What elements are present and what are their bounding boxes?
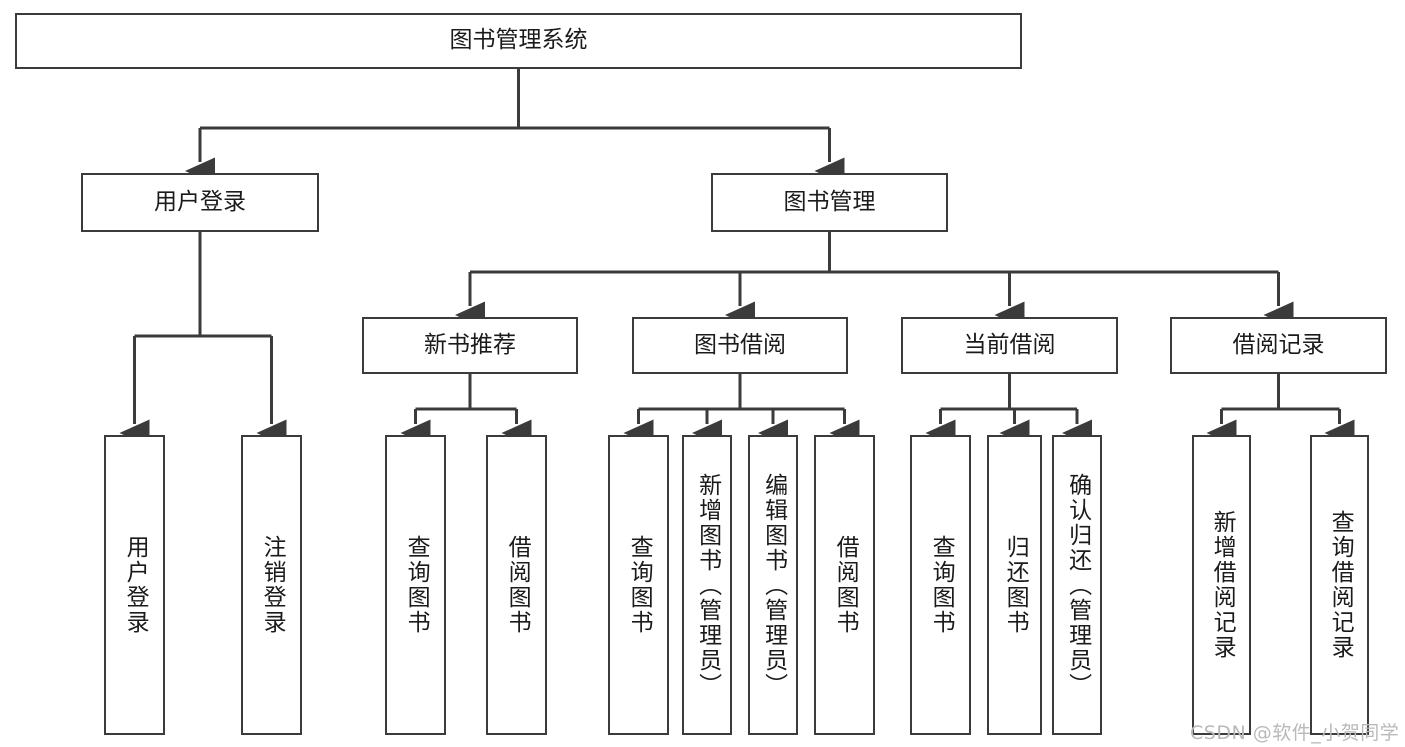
node-label: 图书借阅 xyxy=(694,331,786,358)
node-book-borrow[interactable]: 图书借阅 xyxy=(632,317,848,374)
csdn-watermark: CSDN @软件_小贺同学 xyxy=(1190,722,1400,744)
node-leaf-record-add[interactable]: 新增借阅记录 xyxy=(1192,435,1251,735)
node-label: 图书管理系统 xyxy=(449,27,588,54)
node-label: 用户登录 xyxy=(122,535,149,635)
node-label: 编辑图书（管理员） xyxy=(760,472,787,698)
node-borrow-record[interactable]: 借阅记录 xyxy=(1170,317,1387,374)
node-leaf-borrow-edit-book[interactable]: 编辑图书（管理员） xyxy=(748,435,798,735)
node-label: 借阅图书 xyxy=(832,535,859,635)
node-leaf-current-query-book[interactable]: 查询图书 xyxy=(910,435,971,735)
node-label: 查询图书 xyxy=(928,535,955,635)
node-current-borrow[interactable]: 当前借阅 xyxy=(901,317,1118,374)
node-label: 新增借阅记录 xyxy=(1209,510,1236,660)
node-label: 新书推荐 xyxy=(424,331,516,358)
node-leaf-recommend-query-book[interactable]: 查询图书 xyxy=(385,435,446,735)
node-label: 借阅图书 xyxy=(504,535,531,635)
node-leaf-current-confirm-return[interactable]: 确认归还（管理员） xyxy=(1052,435,1102,735)
node-label: 当前借阅 xyxy=(963,331,1056,358)
node-user-login[interactable]: 用户登录 xyxy=(81,173,319,232)
node-label: 确认归还（管理员） xyxy=(1064,472,1091,698)
node-leaf-borrow-query-book[interactable]: 查询图书 xyxy=(608,435,669,735)
node-new-book-recommend[interactable]: 新书推荐 xyxy=(362,317,578,374)
node-book-manage[interactable]: 图书管理 xyxy=(711,173,948,232)
node-root[interactable]: 图书管理系统 xyxy=(15,13,1022,69)
node-label: 新增图书（管理员） xyxy=(694,472,721,698)
node-leaf-borrow-add-book[interactable]: 新增图书（管理员） xyxy=(682,435,732,735)
node-label: 查询借阅记录 xyxy=(1327,510,1354,660)
node-label: 图书管理 xyxy=(783,188,876,215)
node-label: 查询图书 xyxy=(626,535,653,635)
node-leaf-borrow-borrow-book[interactable]: 借阅图书 xyxy=(814,435,875,735)
node-label: 借阅记录 xyxy=(1232,331,1325,358)
node-leaf-user-logout[interactable]: 注销登录 xyxy=(241,435,302,735)
node-leaf-recommend-borrow-book[interactable]: 借阅图书 xyxy=(486,435,547,735)
node-leaf-record-query[interactable]: 查询借阅记录 xyxy=(1310,435,1369,735)
node-label: 查询图书 xyxy=(403,535,430,635)
node-label: 归还图书 xyxy=(1002,535,1029,635)
node-label: 注销登录 xyxy=(259,535,286,635)
node-leaf-user-login[interactable]: 用户登录 xyxy=(104,435,165,735)
node-label: 用户登录 xyxy=(154,188,246,215)
node-leaf-current-return-book[interactable]: 归还图书 xyxy=(987,435,1042,735)
